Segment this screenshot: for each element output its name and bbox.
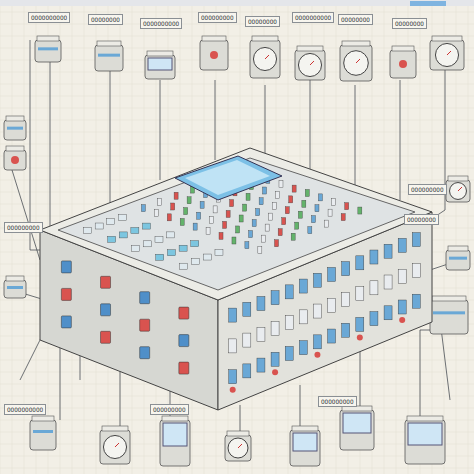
component-tag: OOOOOOOOOO	[4, 404, 46, 415]
component	[446, 176, 470, 202]
component	[4, 116, 26, 140]
component	[430, 36, 464, 70]
component-tag: OOOOOOOO	[392, 18, 427, 29]
component-tag: OOOOOOOOOO	[292, 12, 334, 23]
component-tag: OOOOOOOO	[338, 14, 373, 25]
component	[160, 416, 190, 466]
component	[4, 276, 26, 298]
component	[290, 426, 320, 466]
component	[225, 431, 251, 461]
component	[446, 246, 470, 270]
component-tag: OOOOOOOOO	[318, 396, 357, 407]
component	[100, 426, 130, 464]
component	[250, 36, 280, 78]
control-cabinet	[40, 148, 432, 410]
component	[4, 146, 26, 170]
component-tag: OOOOOOOOOO	[140, 18, 182, 29]
component	[145, 51, 175, 79]
component	[200, 36, 228, 70]
component-tag: OOOOOOOO	[88, 14, 123, 25]
component	[30, 416, 56, 450]
component-tag: OOOOOOOOO	[198, 12, 237, 23]
component	[295, 46, 325, 80]
component	[405, 416, 445, 464]
component	[340, 406, 374, 450]
component-tag: OOOOOOOOOO	[28, 12, 70, 23]
component-tag: OOOOOOOO	[404, 214, 439, 225]
component	[35, 36, 61, 62]
component-tag: OOOOOOOOO	[150, 404, 189, 415]
component-tag: OOOOOOOOO	[408, 184, 447, 195]
component	[95, 41, 123, 71]
component-tag: OOOOOOOOO	[4, 222, 43, 233]
component	[390, 46, 416, 78]
component-tag: OOOOOOOO	[245, 16, 280, 27]
component	[340, 41, 372, 81]
component	[430, 296, 468, 334]
